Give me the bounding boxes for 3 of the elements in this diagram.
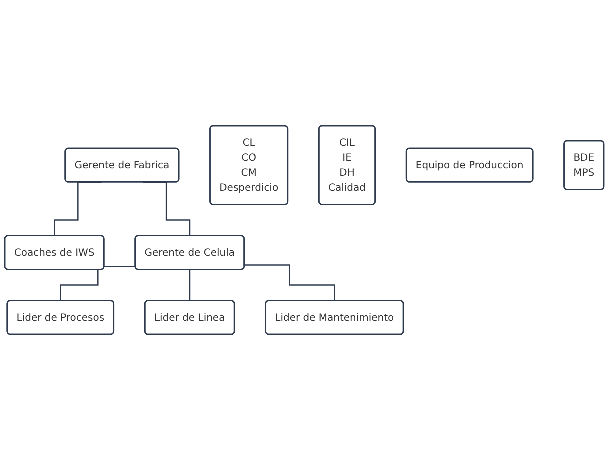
connector [60,266,136,302]
connector [244,264,336,302]
connector [189,269,191,302]
